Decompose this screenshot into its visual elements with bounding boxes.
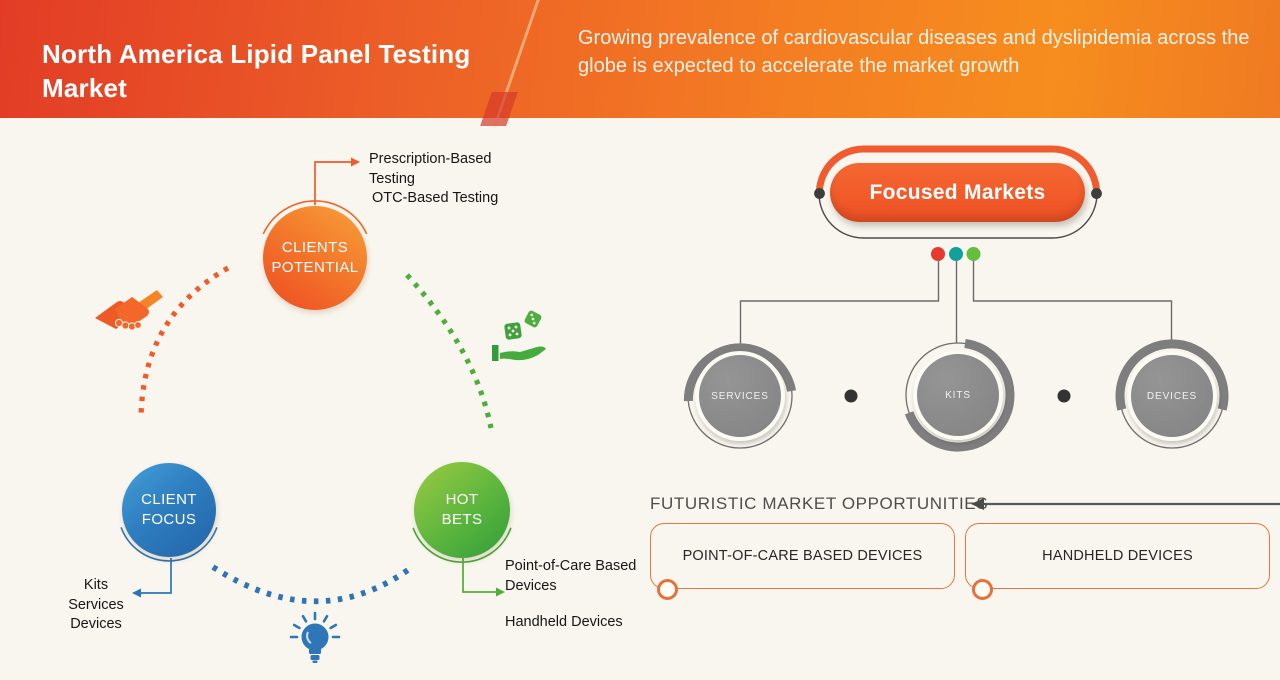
dotted-arc-green (405, 273, 494, 429)
hot-bets-items: Point-of-Care Based Devices Handheld Dev… (505, 557, 647, 633)
opportunity-box-label: HANDHELD DEVICES (1042, 548, 1193, 564)
lightbulb-icon (289, 611, 341, 663)
segment-label: SERVICES (711, 390, 769, 402)
header-banner: North America Lipid Panel Testing Market… (0, 0, 1280, 128)
dotted-arc-orange (138, 265, 230, 420)
futuristic-title: FUTURISTIC MARKET OPPORTUNITIES (650, 494, 989, 513)
red-dot (931, 247, 945, 261)
clients-potential-items: Prescription-Based Testing OTC-Based Tes… (369, 150, 509, 209)
header-subtitle: Growing prevalence of cardiovascular dis… (578, 27, 1250, 77)
client-focus-items: Kits Services Devices (50, 576, 142, 635)
focused-markets-orange-arc (815, 145, 1101, 197)
devices-ring (1115, 339, 1229, 449)
opportunity-box-handheld: HANDHELD DEVICES (965, 523, 1270, 600)
segment-circle-kits: KITS (913, 350, 1003, 440)
list-item: Kits (83, 577, 109, 593)
segment-connectors (739, 261, 1173, 344)
focused-markets-title: Focused Markets (869, 180, 1046, 204)
segment-label: KITS (945, 389, 971, 401)
client-focus-circle: CLIENT FOCUS (122, 463, 216, 557)
clients-potential-label: CLIENTS POTENTIAL (271, 239, 359, 276)
clients-potential-circle: CLIENTS POTENTIAL (263, 206, 367, 310)
kits-ring (904, 339, 1015, 452)
services-ring (683, 343, 797, 449)
hot-bets-label: HOT BETS (441, 491, 483, 528)
dotted-arc-blue (211, 564, 410, 605)
stadium-left-dot (814, 188, 825, 199)
hot-bets-arrow (462, 556, 505, 597)
opportunity-box-point-of-care: POINT-OF-CARE BASED DEVICES (650, 523, 955, 600)
futuristic-arrow (971, 498, 1280, 510)
list-item: Services (68, 596, 124, 613)
segment-label: DEVICES (1146, 390, 1198, 402)
list-item: Handheld Devices (505, 614, 623, 630)
segment-circle-devices: DEVICES (1127, 351, 1217, 441)
handshake-icon (95, 290, 163, 331)
list-item: Prescription-Based Testing (369, 151, 492, 187)
list-item: OTC-Based Testing (372, 190, 499, 206)
stadium-right-dot (1091, 188, 1102, 199)
list-item: Devices (70, 616, 122, 632)
list-item: Point-of-Care Based Devices (505, 558, 637, 594)
opportunity-box-label: POINT-OF-CARE BASED DEVICES (682, 548, 923, 564)
segment-circle-services: SERVICES (695, 351, 785, 441)
client-focus-ring-arc (120, 527, 218, 562)
spacer-dot-2 (1057, 389, 1071, 403)
client-focus-label: CLIENT FOCUS (141, 491, 197, 528)
hot-bets-ring-arc (412, 527, 512, 563)
teal-dot (949, 247, 963, 261)
client-focus-arrow (132, 558, 172, 598)
clients-potential-arrow (314, 157, 360, 205)
focused-markets-pill: Focused Markets (830, 163, 1085, 222)
donut-marker (972, 579, 993, 600)
hot-bets-circle: HOT BETS (414, 462, 510, 558)
donut-marker (657, 579, 678, 600)
page-title: North America Lipid Panel Testing Market (42, 39, 471, 103)
dice-in-hand-icon (492, 310, 546, 361)
green-dot (966, 247, 981, 261)
spacer-dot-1 (844, 389, 858, 403)
